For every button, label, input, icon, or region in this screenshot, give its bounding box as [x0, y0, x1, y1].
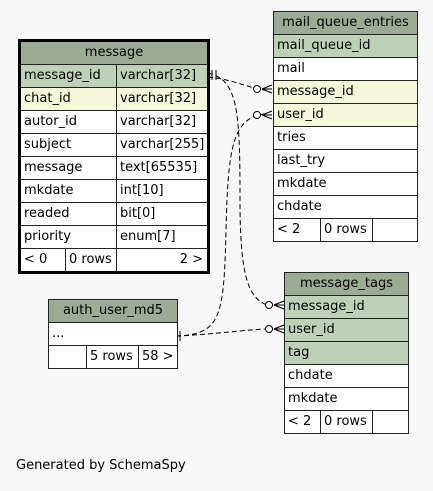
parents-count-empty [49, 346, 87, 368]
children-count[interactable]: 58 > [142, 349, 174, 364]
table-row[interactable]: last_try [274, 150, 417, 173]
table-auth-user-md5[interactable]: auth_user_md5 ... 5 rows 58 > [48, 299, 178, 369]
table-row[interactable]: message text[65535] [21, 157, 207, 180]
table-footer: 5 rows 58 > [49, 346, 177, 368]
generated-by-label: Generated by SchemaSpy [16, 458, 186, 473]
table-row[interactable]: mkdate int[10] [21, 180, 207, 203]
table-row[interactable]: chdate [285, 365, 408, 388]
table-footer: < 0 0 rows 2 > [21, 249, 207, 271]
table-row[interactable]: message_id [274, 81, 417, 104]
crowfoot-circle [265, 301, 273, 309]
column-type: int[10] [120, 183, 164, 198]
table-row[interactable]: user_id [274, 104, 417, 127]
column-name: mkdate [21, 180, 117, 202]
link-auth-to-mail-queue [175, 113, 265, 337]
column-name: mkdate [277, 176, 327, 191]
crowfoot-mark [273, 324, 285, 334]
table-row[interactable]: priority enum[7] [21, 226, 207, 249]
crowfoot-mark [273, 300, 285, 310]
column-type: varchar[32] [120, 91, 197, 106]
column-name: mail_queue_id [277, 38, 371, 53]
column-name: priority [21, 226, 117, 248]
column-name: last_try [277, 153, 326, 168]
table-row[interactable]: tag [285, 342, 408, 365]
table-row[interactable]: tries [274, 127, 417, 150]
table-row[interactable]: mail [274, 58, 417, 81]
column-type: bit[0] [120, 206, 156, 221]
column-name: message [21, 157, 117, 179]
row-count: 0 rows [321, 411, 373, 433]
children-count-empty [373, 219, 417, 241]
table-title[interactable]: mail_queue_entries [274, 12, 417, 35]
link-message-to-message-tags [207, 72, 268, 306]
crowfoot-mark [261, 84, 273, 94]
table-message-tags[interactable]: message_tags message_id user_id tag chda… [284, 272, 409, 434]
column-name: subject [21, 134, 117, 156]
link-auth-to-message-tags [175, 328, 268, 337]
crowfoot-circle [253, 111, 261, 119]
table-row[interactable]: chdate [274, 196, 417, 219]
table-row[interactable]: mail_queue_id [274, 35, 417, 58]
row-count: 5 rows [87, 346, 139, 368]
crowfoot-mark [261, 110, 273, 120]
table-footer: < 2 0 rows [274, 219, 417, 241]
table-row[interactable]: message_id [285, 296, 408, 319]
children-count[interactable]: 2 > [179, 252, 203, 267]
column-type: varchar[255] [120, 137, 205, 152]
column-name: chat_id [21, 88, 117, 110]
table-row[interactable]: ... [49, 323, 177, 346]
column-name: message_id [21, 65, 117, 87]
parents-count[interactable]: < 2 [285, 411, 321, 433]
column-name: message_id [277, 84, 354, 99]
table-title[interactable]: message [21, 42, 207, 65]
column-name: autor_id [21, 111, 117, 133]
table-row[interactable]: mkdate [285, 388, 408, 411]
column-name: message_id [288, 299, 365, 314]
column-type: text[65535] [120, 160, 198, 175]
row-count: 0 rows [321, 219, 373, 241]
column-name: tag [288, 345, 310, 360]
column-name: tries [277, 130, 306, 145]
table-row[interactable]: subject varchar[255] [21, 134, 207, 157]
column-name: chdate [277, 199, 322, 214]
column-type: varchar[32] [120, 114, 197, 129]
table-row[interactable]: autor_id varchar[32] [21, 111, 207, 134]
parents-count[interactable]: < 0 [21, 249, 66, 271]
table-footer: < 2 0 rows [285, 411, 408, 433]
column-name: user_id [288, 322, 335, 337]
column-name: mkdate [288, 391, 338, 406]
parent-mark [211, 70, 217, 80]
crowfoot-circle [253, 85, 261, 93]
column-name: ... [52, 326, 65, 341]
parents-count[interactable]: < 2 [274, 219, 321, 241]
column-name: user_id [277, 107, 324, 122]
crowfoot-circle [265, 325, 273, 333]
column-name: readed [21, 203, 117, 225]
table-mail-queue-entries[interactable]: mail_queue_entries mail_queue_id mail me… [273, 11, 418, 242]
row-count: 0 rows [66, 249, 117, 271]
table-row[interactable]: readed bit[0] [21, 203, 207, 226]
table-title[interactable]: auth_user_md5 [49, 300, 177, 323]
table-row[interactable]: chat_id varchar[32] [21, 88, 207, 111]
column-type: enum[7] [120, 229, 176, 244]
table-row[interactable]: mkdate [274, 173, 417, 196]
table-title[interactable]: message_tags [285, 273, 408, 296]
table-message[interactable]: message message_id varchar[32] chat_id v… [18, 39, 210, 274]
column-name: mail [277, 61, 305, 76]
column-name: chdate [288, 368, 333, 383]
column-type: varchar[32] [120, 68, 197, 83]
children-count-empty [373, 411, 408, 433]
table-row[interactable]: message_id varchar[32] [21, 65, 207, 88]
table-row[interactable]: user_id [285, 319, 408, 342]
